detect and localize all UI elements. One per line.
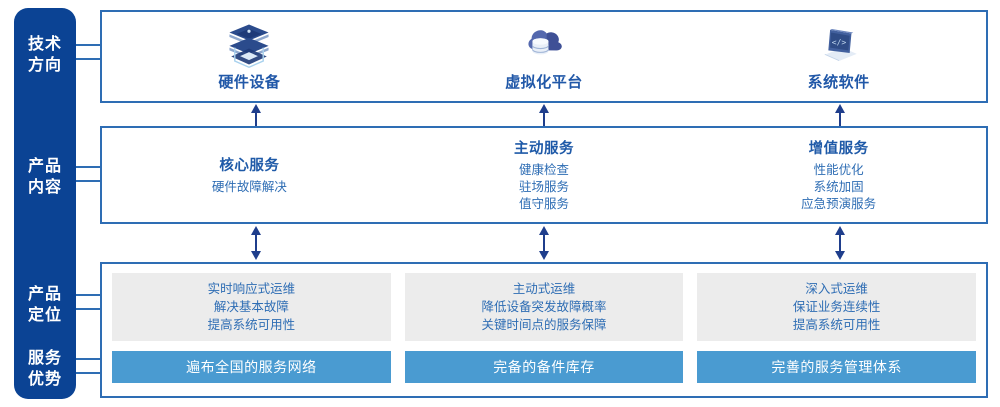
rail-label-product-content: 产品 内容 — [14, 156, 76, 198]
rail-label-line2: 内容 — [27, 179, 62, 196]
service-item: 硬件故障解决 — [211, 180, 287, 194]
connector-technology-bottom — [76, 58, 102, 60]
arrow-double-virtualization — [539, 226, 549, 260]
positioning-line: 降低设备突发故障概率 — [481, 300, 607, 314]
positioning-line: 保证业务连续性 — [792, 300, 881, 314]
rail-label-line1: 产品 — [27, 286, 62, 303]
positioning-line: 主动式运维 — [512, 282, 576, 296]
service-title: 核心服务 — [219, 158, 280, 174]
rail-label-line1: 产品 — [27, 158, 62, 175]
server-stack-icon — [229, 24, 269, 68]
positioning-card: 深入式运维 保证业务连续性 提高系统可用性 — [697, 273, 977, 341]
positioning-line: 深入式运维 — [805, 282, 868, 296]
service-item: 健康检查 — [519, 163, 570, 177]
technology-title: 硬件设备 — [218, 74, 281, 91]
laptop-code-icon: </> — [824, 29, 857, 61]
positioning-line: 提高系统可用性 — [207, 318, 296, 332]
advantage-bar[interactable]: 遍布全国的服务网络 — [112, 351, 391, 383]
service-column-core[interactable]: 核心服务 硬件故障解决 — [102, 128, 397, 222]
technology-column-hardware[interactable]: 硬件设备 — [102, 12, 397, 101]
service-item: 驻场服务 — [519, 180, 570, 194]
service-item: 值守服务 — [519, 197, 570, 211]
service-item: 应急预演服务 — [801, 197, 877, 211]
service-item: 系统加固 — [813, 180, 864, 194]
positioning-line: 实时响应式运维 — [207, 282, 296, 296]
rail-label-technology-direction: 技术 方向 — [14, 34, 76, 76]
advantage-bar[interactable]: 完善的服务管理体系 — [697, 351, 977, 383]
positioning-line: 关键时间点的服务保障 — [481, 318, 607, 332]
arrow-double-hardware — [251, 226, 261, 260]
connector-advantage-bottom — [76, 372, 102, 374]
positioning-line: 解决基本故障 — [213, 300, 289, 314]
positioning-column-indepth[interactable]: 深入式运维 保证业务连续性 提高系统可用性 完善的服务管理体系 — [697, 273, 977, 387]
service-column-value-added[interactable]: 增值服务 性能优化 系统加固 应急预演服务 — [691, 128, 986, 222]
service-column-proactive[interactable]: 主动服务 健康检查 驻场服务 值守服务 — [397, 128, 692, 222]
positioning-advantage-panel: 实时响应式运维 解决基本故障 提高系统可用性 遍布全国的服务网络 主动式运维 降… — [100, 262, 988, 398]
rail-label-line2: 方向 — [27, 57, 62, 74]
rail-label-service-advantage: 服务 优势 — [14, 348, 76, 390]
rail-label-line2: 定位 — [27, 307, 62, 324]
arrow-up-system-software — [835, 104, 845, 126]
technology-title: 系统软件 — [807, 74, 870, 91]
service-title: 增值服务 — [808, 141, 869, 157]
connector-content-bottom — [76, 180, 102, 182]
positioning-card: 主动式运维 降低设备突发故障概率 关键时间点的服务保障 — [404, 273, 684, 341]
rail-label-product-positioning: 产品 定位 — [14, 284, 76, 326]
rail-label-line1: 服务 — [27, 350, 62, 367]
connector-technology-top — [76, 44, 102, 46]
positioning-line: 提高系统可用性 — [792, 318, 881, 332]
product-content-panel: 核心服务 硬件故障解决 主动服务 健康检查 驻场服务 值守服务 增值服务 性能优… — [100, 126, 988, 224]
connector-content-top — [76, 166, 102, 168]
technology-column-virtualization[interactable]: 虚拟化平台 — [397, 12, 692, 101]
connector-positioning-bottom — [76, 308, 102, 310]
technology-direction-panel: 硬件设备 虚拟化平台 </> 系统软件 — [100, 10, 988, 103]
technology-column-system-software[interactable]: </> 系统软件 — [691, 12, 986, 101]
positioning-card: 实时响应式运维 解决基本故障 提高系统可用性 — [112, 273, 391, 341]
service-title: 主动服务 — [514, 141, 574, 157]
cloud-database-icon — [528, 30, 562, 55]
service-item: 性能优化 — [813, 163, 864, 177]
positioning-column-realtime[interactable]: 实时响应式运维 解决基本故障 提高系统可用性 遍布全国的服务网络 — [112, 273, 391, 387]
positioning-column-proactive[interactable]: 主动式运维 降低设备突发故障概率 关键时间点的服务保障 完备的备件库存 — [404, 273, 684, 387]
arrow-double-system-software — [835, 226, 845, 260]
connector-positioning-top — [76, 294, 102, 296]
svg-text:</>: </> — [831, 38, 846, 47]
connector-advantage-top — [76, 358, 102, 360]
rail-label-line1: 技术 — [27, 36, 62, 53]
advantage-bar[interactable]: 完备的备件库存 — [404, 351, 684, 383]
category-rail: 技术 方向 产品 内容 产品 定位 服务 优势 — [14, 8, 76, 399]
arrow-up-virtualization — [539, 104, 549, 126]
technology-title: 虚拟化平台 — [505, 74, 583, 91]
rail-label-line2: 优势 — [27, 371, 62, 388]
arrow-up-hardware — [251, 104, 261, 126]
